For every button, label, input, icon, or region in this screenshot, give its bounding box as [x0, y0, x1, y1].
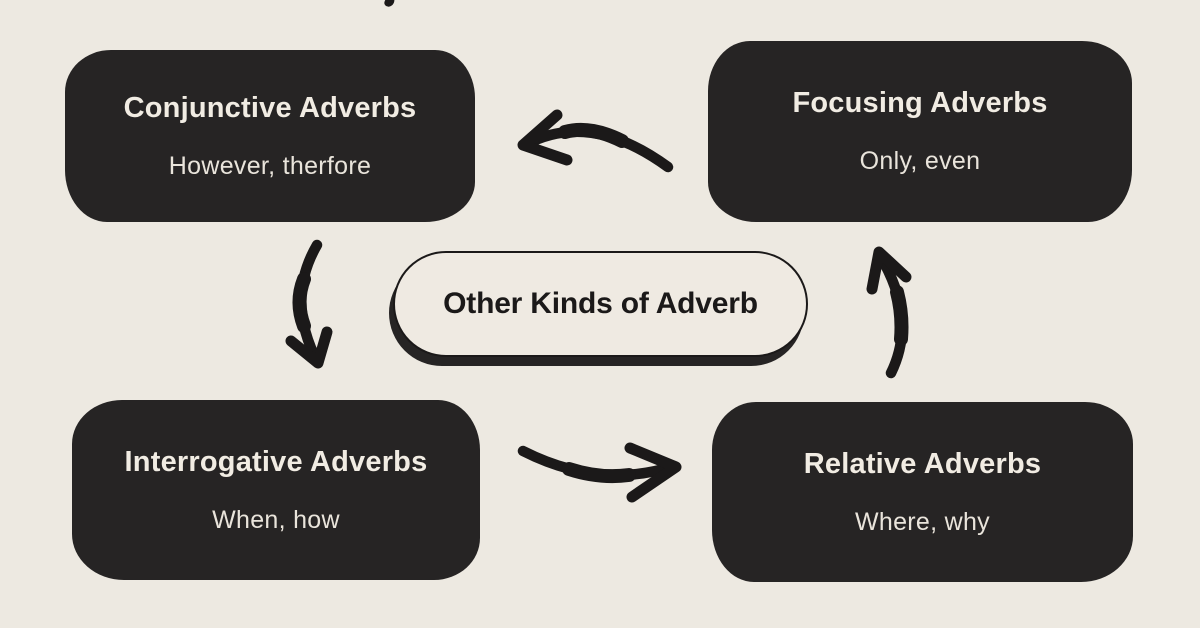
- arrow-down-icon: [285, 239, 333, 369]
- arrow-right-icon: [517, 442, 682, 503]
- center-title-pill: Other Kinds of Adverb: [393, 251, 808, 357]
- decorative-mark: [383, 0, 396, 9]
- category-title-interrogative: Interrogative Adverbs: [124, 445, 428, 478]
- category-examples-conjunctive: However, therfore: [168, 151, 372, 180]
- diagram-title: Other Kinds of Adverb: [443, 287, 758, 320]
- category-box-conjunctive: Conjunctive Adverbs However, therfore: [65, 50, 475, 222]
- category-examples-relative: Where, why: [855, 507, 990, 536]
- category-examples-focusing: Only, even: [859, 147, 981, 175]
- category-title-conjunctive: Conjunctive Adverbs: [123, 91, 417, 124]
- category-title-focusing: Focusing Adverbs: [792, 87, 1048, 119]
- category-title-relative: Relative Adverbs: [803, 447, 1042, 480]
- arrow-up-icon: [866, 246, 912, 379]
- arrow-left-icon: [517, 109, 674, 173]
- category-box-interrogative: Interrogative Adverbs When, how: [72, 400, 480, 580]
- category-examples-interrogative: When, how: [212, 505, 340, 534]
- category-box-relative: Relative Adverbs Where, why: [712, 402, 1133, 582]
- category-box-focusing: Focusing Adverbs Only, even: [708, 41, 1132, 222]
